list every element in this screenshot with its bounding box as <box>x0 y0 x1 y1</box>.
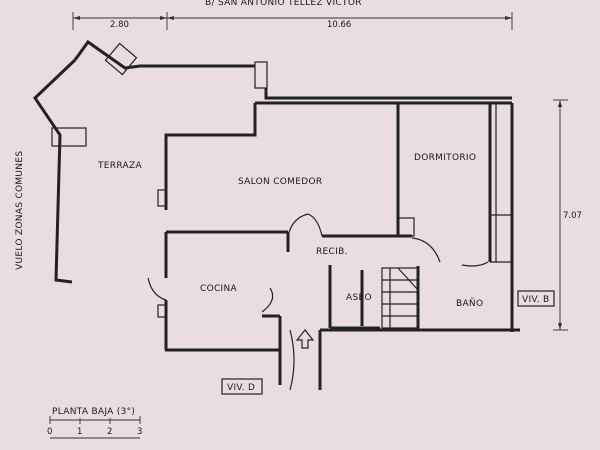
tag-viv-b: VIV. B <box>517 290 555 307</box>
staircase <box>381 267 419 329</box>
scale-tick-3: 3 <box>137 427 142 437</box>
entrance-arrow-icon <box>295 329 315 349</box>
dim-right-label: 10.66 <box>327 20 351 30</box>
door-swings <box>147 213 489 391</box>
room-salon: SALON COMEDOR <box>238 177 322 187</box>
dim-height-label: 7.07 <box>563 211 582 221</box>
tag-viv-d-label: VIV. D <box>227 383 255 393</box>
room-cocina: COCINA <box>200 284 238 294</box>
top-caption: B/ SAN ANTONIO TELLEZ VICTOR <box>205 0 362 8</box>
room-aseo: ASEO <box>346 293 372 303</box>
tag-viv-b-label: VIV. B <box>522 295 550 305</box>
room-terraza: TERRAZA <box>97 161 142 171</box>
room-dormitorio: DORMITORIO <box>414 153 476 163</box>
scale-title: PLANTA BAJA (3°) <box>52 407 135 417</box>
interior-walls <box>157 101 520 390</box>
terrace-outline <box>33 39 512 284</box>
dim-left-label: 2.80 <box>110 20 129 30</box>
room-recib: RECIB. <box>316 247 348 257</box>
dimension-top: 2.80 10.66 <box>72 12 513 30</box>
scale-tick-1: 1 <box>77 427 82 437</box>
scale-tick-2: 2 <box>107 427 112 437</box>
dimension-right: 7.07 <box>553 99 582 331</box>
room-bano: BAÑO <box>456 298 483 309</box>
scale-tick-0: 0 <box>47 427 52 437</box>
side-label: VUELO ZONAS COMUNES <box>15 151 25 270</box>
scale-bar: PLANTA BAJA (3°) 0 1 2 3 <box>47 407 142 439</box>
tag-viv-d: VIV. D <box>221 378 263 395</box>
